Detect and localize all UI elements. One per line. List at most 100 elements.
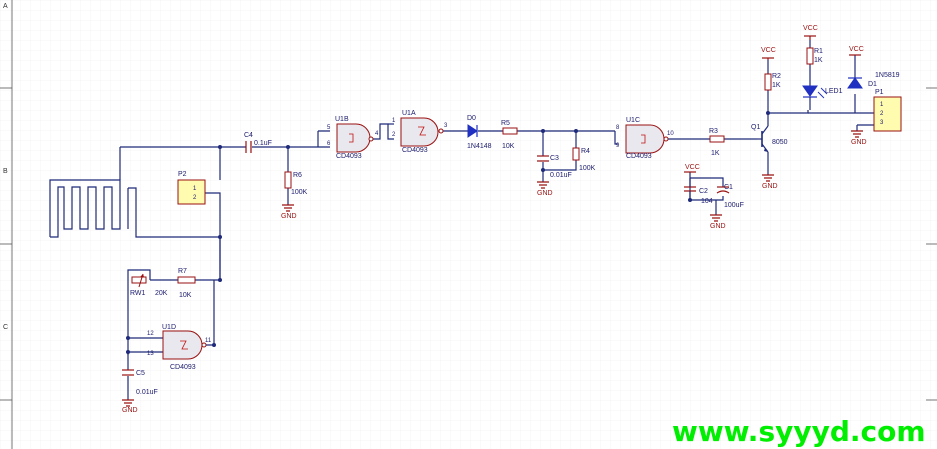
gate-u1c: U1C CD4093 8 9 10 bbox=[616, 117, 674, 160]
c5-value: 0.01uF bbox=[136, 389, 158, 396]
svg-text:10: 10 bbox=[667, 131, 674, 137]
p1-pin-2: 2 bbox=[880, 111, 884, 117]
junctions bbox=[126, 111, 770, 354]
r4-ref: R4 bbox=[581, 148, 590, 155]
gnd-symbol: GND bbox=[851, 130, 867, 146]
d1-value: 1N5819 bbox=[875, 72, 900, 79]
border-row-a: A bbox=[3, 3, 8, 10]
p1-pin-3: 3 bbox=[880, 120, 884, 126]
vcc-label: VCC bbox=[849, 46, 864, 53]
vcc-label: VCC bbox=[803, 25, 818, 32]
vcc-symbol: VCC bbox=[803, 25, 818, 40]
svg-text:4: 4 bbox=[375, 131, 379, 137]
gnd-label: GND bbox=[710, 223, 726, 230]
gnd-label: GND bbox=[762, 183, 778, 190]
r6-value: 100K bbox=[291, 189, 308, 196]
p1-pin-1: 1 bbox=[880, 102, 884, 108]
u1b-ref: U1B bbox=[335, 116, 349, 123]
svg-text:1: 1 bbox=[392, 118, 396, 124]
border-row-c: C bbox=[3, 324, 8, 331]
capacitor-c5: C5 0.01uF GND bbox=[122, 369, 158, 414]
gnd-label: GND bbox=[537, 190, 553, 197]
led1-ref: LED1 bbox=[825, 88, 843, 95]
svg-text:11: 11 bbox=[205, 338, 212, 344]
gnd-symbol: GND bbox=[537, 181, 553, 197]
potentiometer-rw1: RW1 20K bbox=[130, 273, 168, 297]
r4-value: 100K bbox=[579, 165, 596, 172]
r7-value: 10K bbox=[179, 292, 192, 299]
resistor-r1: VCC R1 1K bbox=[803, 25, 823, 65]
capacitor-c3: C3 0.01uF GND bbox=[537, 155, 572, 197]
resistor-r2: VCC R2 1K bbox=[761, 47, 781, 91]
svg-text:9: 9 bbox=[616, 143, 620, 149]
q1-value: 8050 bbox=[772, 139, 788, 146]
vcc-label: VCC bbox=[761, 47, 776, 54]
gnd-symbol: GND bbox=[281, 204, 297, 220]
p2-ref: P2 bbox=[178, 171, 187, 178]
d0-value: 1N4148 bbox=[467, 143, 492, 150]
p1-ref: P1 bbox=[875, 89, 884, 96]
connector-p1: P1 1 2 3 GND bbox=[851, 89, 902, 146]
resistor-r6: R6 100K GND bbox=[281, 171, 308, 220]
gnd-symbol: GND bbox=[710, 214, 726, 230]
u1c-ref: U1C bbox=[626, 117, 640, 124]
gnd-label: GND bbox=[122, 407, 138, 414]
u1c-part: CD4093 bbox=[626, 153, 652, 160]
svg-text:5: 5 bbox=[327, 125, 331, 131]
resistor-r5: R5 10K bbox=[501, 120, 518, 150]
c2-value: 104 bbox=[701, 198, 713, 205]
resistor-r4: R4 100K bbox=[572, 147, 596, 172]
c3-ref: C3 bbox=[550, 155, 559, 162]
vcc-symbol: VCC bbox=[684, 164, 700, 173]
c5-ref: C5 bbox=[136, 370, 145, 377]
d1-ref: D1 bbox=[868, 81, 877, 88]
c1-ref: C1 bbox=[724, 184, 733, 191]
r1-value: 1K bbox=[814, 57, 823, 64]
u1d-ref: U1D bbox=[162, 324, 176, 331]
r2-value: 1K bbox=[772, 82, 781, 89]
c4-value: 0.1uF bbox=[254, 140, 272, 147]
svg-text:3: 3 bbox=[444, 123, 448, 129]
resistor-r7: R7 10K bbox=[177, 268, 196, 299]
gnd-symbol: GND bbox=[122, 399, 138, 414]
capacitor-c4: C4 0.1uF bbox=[244, 132, 272, 153]
r3-ref: R3 bbox=[709, 128, 718, 135]
r5-value: 10K bbox=[502, 143, 515, 150]
u1d-part: CD4093 bbox=[170, 364, 196, 371]
p2-pin-1: 1 bbox=[193, 186, 197, 192]
r5-ref: R5 bbox=[501, 120, 510, 127]
gate-u1b: U1B CD4093 5 6 4 bbox=[327, 116, 379, 160]
gnd-label: GND bbox=[851, 139, 867, 146]
vcc-symbol: VCC bbox=[761, 47, 776, 60]
svg-text:12: 12 bbox=[147, 331, 154, 337]
u1a-ref: U1A bbox=[402, 110, 416, 117]
vcc-label: VCC bbox=[685, 164, 700, 171]
diode-d0: D0 1N4148 bbox=[467, 115, 492, 150]
transistor-q1: Q1 8050 GND bbox=[751, 124, 788, 190]
sensor-electrode bbox=[49, 147, 220, 238]
vcc-symbol: VCC bbox=[849, 46, 864, 56]
r7-ref: R7 bbox=[178, 268, 187, 275]
resistor-r3: R3 1K bbox=[709, 128, 725, 157]
capacitor-c1: C1 100uF GND bbox=[710, 184, 744, 230]
c1-value: 100uF bbox=[724, 202, 744, 209]
gnd-symbol: GND bbox=[762, 174, 778, 190]
connector-p2: P2 1 2 bbox=[177, 171, 206, 205]
border-row-b: B bbox=[3, 168, 8, 175]
led-led1: LED1 bbox=[802, 85, 843, 110]
svg-text:8: 8 bbox=[616, 125, 620, 131]
gnd-label: GND bbox=[281, 213, 297, 220]
r2-ref: R2 bbox=[772, 73, 781, 80]
gate-u1d: U1D CD4093 12 13 11 bbox=[147, 324, 212, 371]
d0-ref: D0 bbox=[467, 115, 476, 122]
watermark: www.syyyd.com bbox=[672, 415, 926, 448]
q1-ref: Q1 bbox=[751, 124, 760, 131]
u1a-part: CD4093 bbox=[402, 147, 428, 154]
rw1-ref: RW1 bbox=[130, 290, 146, 297]
r1-ref: R1 bbox=[814, 48, 823, 55]
svg-text:13: 13 bbox=[147, 351, 154, 357]
c4-ref: C4 bbox=[244, 132, 253, 139]
capacitor-c2: VCC C2 104 bbox=[684, 164, 713, 205]
